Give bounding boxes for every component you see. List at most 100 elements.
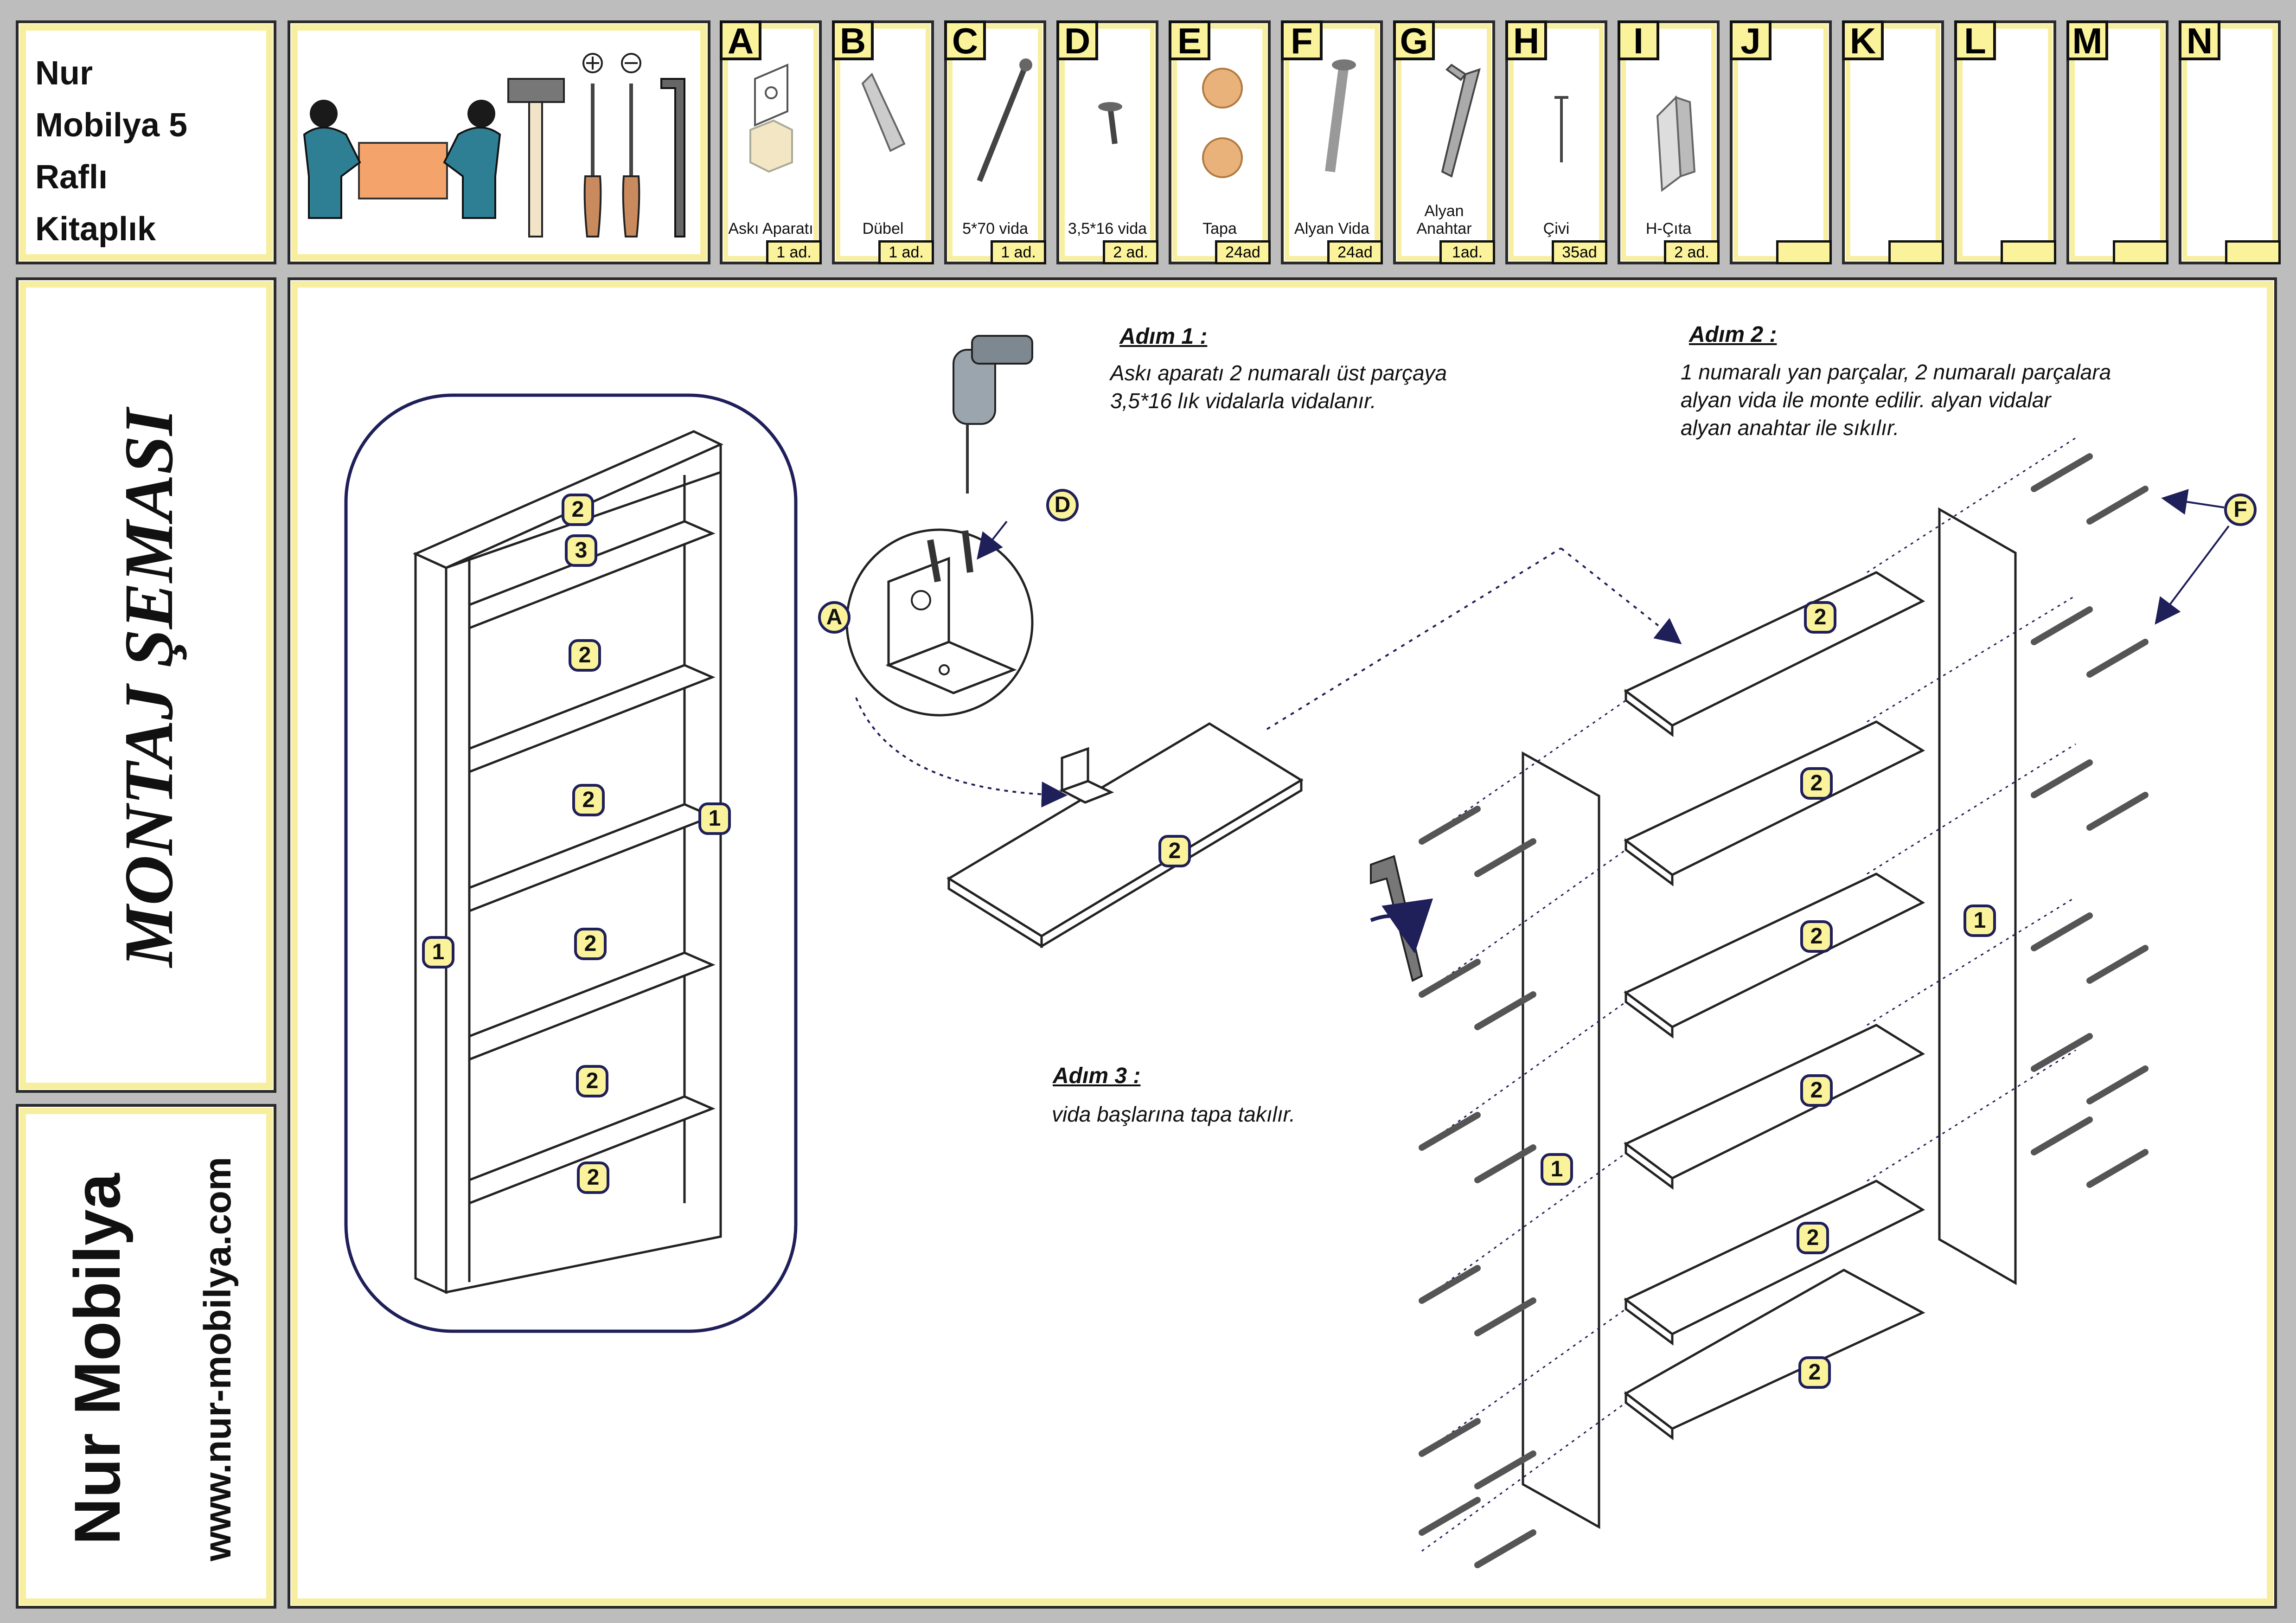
step3-title: Adım 3 :: [1053, 1064, 1141, 1088]
label-exploded-shelf-6: 2: [1798, 1356, 1831, 1389]
diagram-title-panel: MONTAJ ŞEMASI: [16, 277, 276, 1093]
part-letter: G: [1393, 20, 1435, 60]
label-shelf-3: 2: [574, 928, 607, 960]
brand-name: Nur Mobilya: [61, 1173, 134, 1545]
part-letter: J: [1730, 20, 1772, 60]
label-screw-d: D: [1046, 489, 1079, 521]
part-box-n: N: [2179, 20, 2281, 264]
step2-text: 1 numaralı yan parçalar, 2 numaralı parç…: [1681, 358, 2111, 442]
part-letter: C: [944, 20, 986, 60]
two-people-carrying-icon: [303, 100, 501, 219]
part-letter: B: [832, 20, 874, 60]
right-side-panel: [1938, 507, 2017, 1285]
label-shelf-4: 2: [576, 1065, 608, 1097]
label-shelf-1: 2: [569, 639, 601, 672]
part-quantity: [2113, 240, 2168, 264]
brand-panel: Nur Mobilya www.nur-mobilya.com: [16, 1104, 276, 1609]
step3-line-1: vida başlarına tapa takılır.: [1052, 1102, 1296, 1126]
hanger-bracket-icon: [749, 63, 793, 173]
label-allen-screw-f: F: [2224, 494, 2257, 526]
label-side-panel-b: 1: [698, 802, 731, 835]
top-shelf-with-bracket: [947, 722, 1304, 949]
label-exploded-shelf-2: 2: [1800, 767, 1833, 800]
exploded-shelves: [1624, 571, 1925, 1441]
allen-key-icon: [1441, 64, 1481, 178]
part-box-l: L: [1954, 20, 2056, 264]
part-quantity: 1 ad.: [766, 240, 822, 264]
label-shelf-top: 2: [562, 494, 594, 526]
step1-line-2: 3,5*16 lık vidalarla vidalanır.: [1110, 389, 1376, 413]
part-name: Alyan Anahtar: [1416, 202, 1472, 237]
wall-plug-icon: [861, 72, 906, 152]
screwdriver-plus-icon: [582, 53, 603, 237]
long-screw-icon: [977, 58, 1032, 182]
step2-line-3: alyan anahtar ile sıkılır.: [1681, 416, 1899, 440]
step2-title: Adım 2 :: [1689, 322, 1777, 347]
part-letter: E: [1169, 20, 1210, 60]
part-box-k: K: [1842, 20, 1944, 264]
part-quantity: [1888, 240, 1944, 264]
allen-screw-icon: [1325, 59, 1356, 173]
label-shelf-2: 2: [572, 784, 605, 816]
h-profile-icon: [1656, 95, 1696, 192]
nail-icon: [1554, 96, 1568, 162]
part-quantity: [2225, 240, 2281, 264]
screwdriver-flat-icon: [621, 53, 641, 237]
part-name: 5*70 vida: [962, 220, 1028, 237]
part-name: Çivi: [1543, 220, 1570, 237]
assembly-panel: Adım 1 : Askı aparatı 2 numaralı üst par…: [288, 277, 2277, 1609]
label-bracket-a: A: [818, 601, 851, 634]
short-screw-icon: [1098, 102, 1122, 144]
label-exploded-shelf-5: 2: [1797, 1222, 1829, 1254]
part-box-d: D 3,5*16 vida 2 ad.: [1056, 20, 1158, 264]
allen-key-tool-icon: [660, 78, 685, 237]
tools-panel: [288, 20, 710, 264]
part-letter: A: [720, 20, 761, 60]
part-box-b: B Dübel 1 ad.: [832, 20, 934, 264]
bracket-zoom-detail: [845, 520, 1068, 808]
title-line-2: Mobilya 5: [35, 107, 188, 144]
label-exploded-shelf-3: 2: [1800, 920, 1833, 953]
title-panel: Nur Mobilya 5 Raflı Kitaplık: [16, 20, 276, 264]
label-back-strip: 3: [565, 534, 597, 567]
part-box-m: M: [2066, 20, 2168, 264]
part-name: Alyan Vida: [1294, 220, 1369, 237]
step1-title: Adım 1 :: [1119, 324, 1208, 349]
allen-key-icon: [1370, 855, 1433, 982]
part-letter: D: [1056, 20, 1098, 60]
part-quantity: 2 ad.: [1103, 240, 1158, 264]
step1-text: Askı aparatı 2 numaralı üst parçaya 3,5*…: [1110, 359, 1447, 415]
allen-screws-right: [2031, 453, 2149, 1188]
label-side-panel-a: 1: [422, 936, 454, 969]
part-name: Dübel: [862, 220, 904, 237]
finished-bookcase-frame: [344, 393, 798, 1333]
label-step1-shelf: 2: [1158, 835, 1191, 867]
part-quantity: 35ad: [1552, 240, 1607, 264]
part-name: Tapa: [1202, 220, 1237, 237]
step2-line-2: alyan vida ile monte edilir. alyan vidal…: [1681, 388, 2051, 412]
label-shelf-5: 2: [577, 1161, 609, 1194]
brand-website: www.nur-mobilya.com: [197, 1157, 239, 1561]
step1-line-1: Askı aparatı 2 numaralı üst parçaya: [1110, 361, 1447, 385]
label-left-side-panel: 1: [1541, 1153, 1573, 1186]
part-letter: H: [1505, 20, 1547, 60]
part-quantity: 24ad: [1215, 240, 1271, 264]
part-quantity: 1 ad.: [878, 240, 934, 264]
hammer-icon: [507, 78, 565, 237]
title-line-4: Kitaplık: [35, 211, 156, 248]
cap-icon: [1202, 68, 1243, 178]
part-letter: I: [1618, 20, 1659, 60]
part-box-e: E Tapa 24ad: [1169, 20, 1271, 264]
part-name: 3,5*16 vida: [1068, 220, 1147, 237]
part-quantity: [1776, 240, 1832, 264]
label-exploded-shelf-1: 2: [1804, 601, 1836, 634]
part-letter: N: [2179, 20, 2220, 60]
part-box-j: J: [1730, 20, 1832, 264]
part-quantity: [2001, 240, 2056, 264]
diagram-title: MONTAJ ŞEMASI: [110, 408, 187, 968]
